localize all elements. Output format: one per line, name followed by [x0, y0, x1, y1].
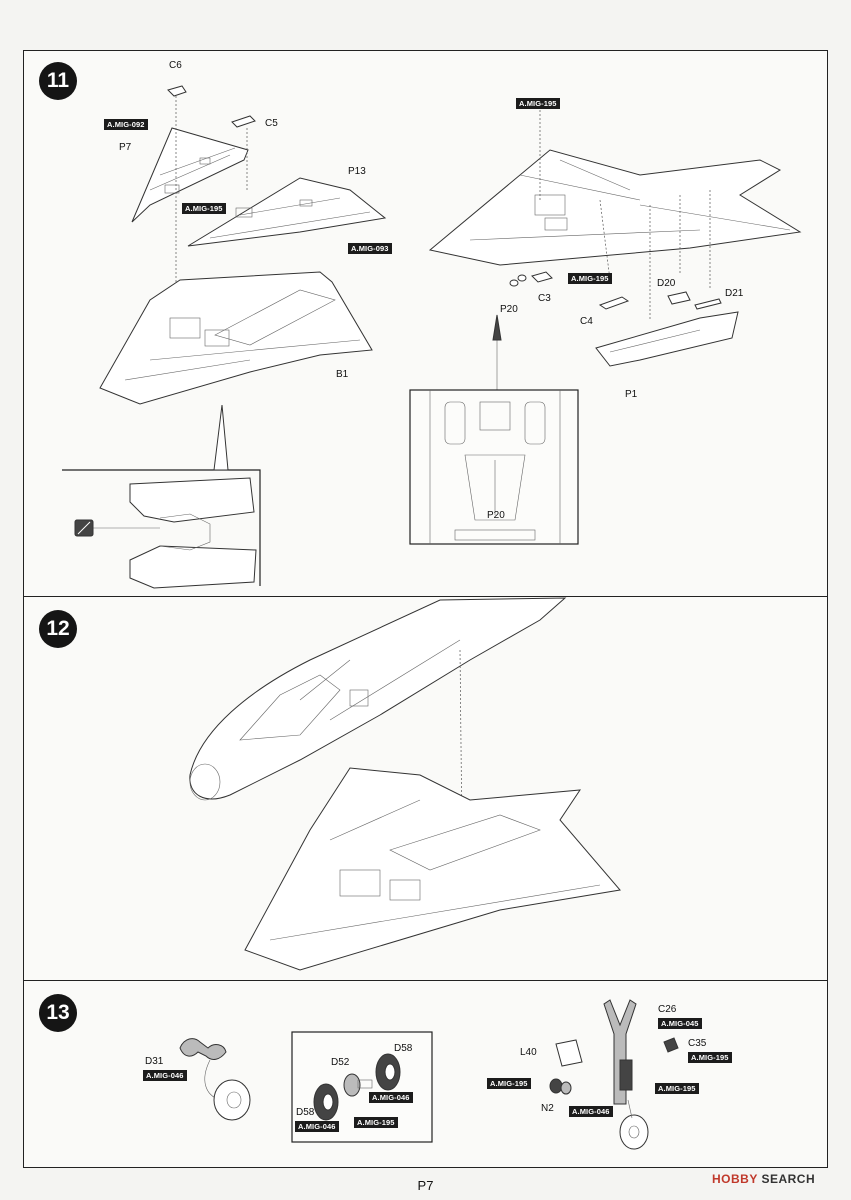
part-c3: [531, 271, 553, 283]
part-n2: [549, 1078, 572, 1095]
lower-fuselage-b1: [99, 271, 373, 405]
inset-intake-detail: [90, 477, 257, 589]
label-d58-right: D58: [394, 1043, 413, 1054]
paint-tag-a-mig-195-leg: A.MIG-195: [655, 1083, 699, 1094]
label-c6: C6: [169, 60, 182, 71]
door-l40: [555, 1039, 583, 1067]
label-p1: P1: [625, 389, 638, 400]
label-p20: P20: [500, 304, 518, 315]
hub-d52: [343, 1073, 373, 1097]
hatch-icon: [74, 519, 94, 537]
wing-panel-p7: [131, 127, 249, 223]
paint-tag-a-mig-195-upper: A.MIG-195: [516, 98, 560, 109]
paint-tag-a-mig-045: A.MIG-045: [658, 1018, 702, 1029]
wheel-exploded-d58-left: [313, 1083, 339, 1121]
step-number-13: 13: [39, 994, 77, 1032]
watermark-search: SEARCH: [761, 1172, 816, 1186]
nose-wheel: [619, 1114, 649, 1150]
wing-panel-p13: [187, 177, 387, 247]
part-d31: [179, 1038, 227, 1060]
part-p1: [595, 311, 739, 367]
part-c5: [231, 115, 256, 128]
paint-tag-a-mig-195: A.MIG-195: [182, 203, 226, 214]
paint-tag-a-mig-093: A.MIG-093: [348, 243, 392, 254]
part-c35: [663, 1037, 679, 1053]
label-c35: C35: [688, 1038, 707, 1049]
part-c4: [598, 296, 630, 310]
label-c4: C4: [580, 316, 593, 327]
paint-tag-a-mig-195-c35: A.MIG-195: [688, 1052, 732, 1063]
upper-airframe-view: [428, 149, 802, 266]
paint-tag-a-mig-195-n2: A.MIG-195: [487, 1078, 531, 1089]
label-b1: B1: [336, 369, 349, 380]
paint-tag-a-mig-046-n2: A.MIG-046: [569, 1106, 613, 1117]
label-d58-left: D58: [296, 1107, 315, 1118]
step-divider-11-12: [23, 596, 828, 597]
label-d20: D20: [657, 278, 676, 289]
step-number-11: 11: [39, 62, 77, 100]
wheel-exploded-d58-right: [375, 1053, 401, 1091]
label-p7: P7: [119, 142, 132, 153]
main-wheel: [213, 1079, 251, 1121]
label-p20-inset: P20: [487, 510, 505, 521]
label-p13: P13: [348, 166, 366, 177]
paint-tag-a-mig-046-d31: A.MIG-046: [143, 1070, 187, 1081]
watermark-brand: HOBBY: [712, 1172, 758, 1186]
paint-tag-a-mig-046-wheel: A.MIG-046: [295, 1121, 339, 1132]
part-d20: [667, 291, 691, 305]
part-c6: [167, 85, 187, 97]
forward-fuselage-cockpit: [189, 597, 567, 801]
inset-bay-detail: [429, 390, 561, 544]
paint-tag-a-mig-046-d58: A.MIG-046: [369, 1092, 413, 1103]
step-number-12: 12: [39, 610, 77, 648]
label-d21: D21: [725, 288, 744, 299]
label-c26: C26: [658, 1004, 677, 1015]
step-divider-12-13: [23, 980, 828, 981]
page-number: P7: [417, 1178, 434, 1193]
paint-tag-a-mig-195-hub: A.MIG-195: [354, 1117, 398, 1128]
paint-tag-a-mig-195-c3: A.MIG-195: [568, 273, 612, 284]
landing-gear-leg: [603, 999, 637, 1105]
paint-tag-a-mig-092: A.MIG-092: [104, 119, 148, 130]
wing-fuselage-assembly: [244, 767, 621, 971]
watermark: HOBBY SEARCH: [712, 1172, 815, 1186]
part-d21: [694, 298, 722, 310]
label-n2: N2: [541, 1103, 554, 1114]
label-d31: D31: [145, 1056, 164, 1067]
label-l40: L40: [520, 1047, 537, 1058]
label-d52: D52: [331, 1057, 350, 1068]
label-c3: C3: [538, 293, 551, 304]
part-p20: [509, 274, 527, 287]
label-c5: C5: [265, 118, 278, 129]
